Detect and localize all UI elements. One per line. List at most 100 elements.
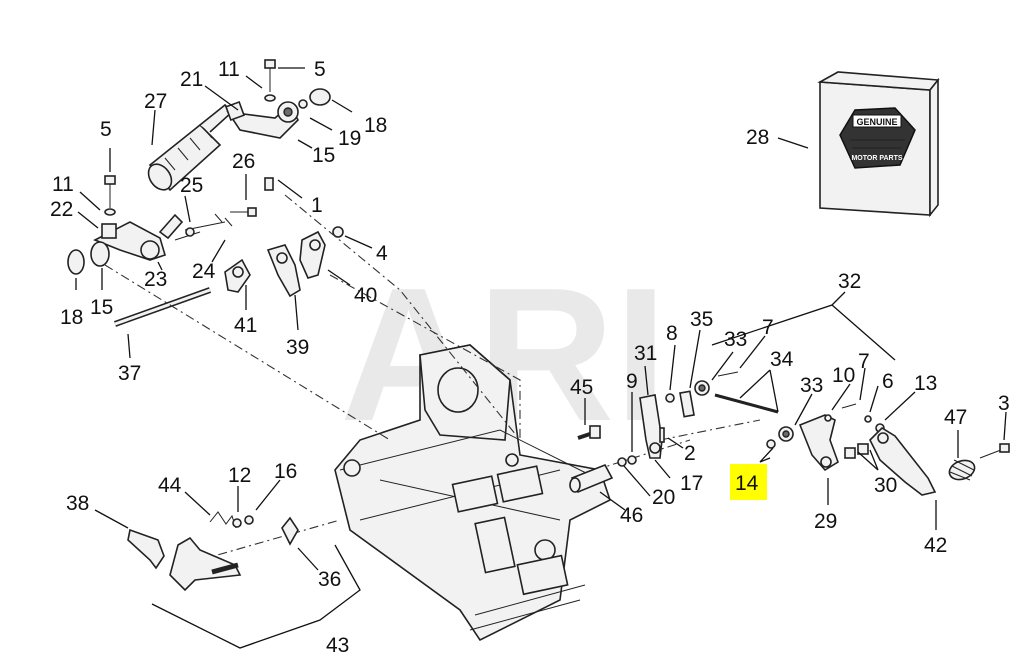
callout[interactable]: 6 bbox=[882, 370, 894, 393]
callout[interactable]: 44 bbox=[158, 474, 182, 497]
callout[interactable]: 18 bbox=[364, 114, 387, 137]
shift-lever-29[interactable] bbox=[798, 414, 839, 472]
rod-end-33a[interactable] bbox=[694, 380, 710, 396]
shifter-drum[interactable] bbox=[144, 103, 234, 194]
callout[interactable]: 24 bbox=[192, 260, 216, 283]
callout[interactable]: 32 bbox=[838, 270, 861, 293]
bushing-46[interactable] bbox=[569, 463, 614, 494]
callout[interactable]: 21 bbox=[180, 68, 203, 91]
callout[interactable]: 11 bbox=[52, 173, 74, 196]
callout[interactable]: 3 bbox=[998, 392, 1010, 415]
shift-shaft-43[interactable] bbox=[169, 536, 242, 592]
spring-44[interactable] bbox=[209, 511, 237, 529]
callout[interactable]: 13 bbox=[914, 372, 937, 395]
callout[interactable]: 45 bbox=[570, 376, 593, 399]
badge-title: GENUINE bbox=[856, 117, 897, 127]
callout[interactable]: 35 bbox=[690, 308, 713, 331]
detent-25[interactable] bbox=[184, 213, 233, 237]
bolt-top[interactable] bbox=[264, 59, 276, 102]
washer-9[interactable] bbox=[627, 455, 637, 465]
callout[interactable]: 19 bbox=[338, 127, 361, 150]
callout[interactable]: 43 bbox=[326, 634, 349, 657]
callout[interactable]: 40 bbox=[354, 284, 377, 307]
shift-drum-retainer-left[interactable] bbox=[90, 221, 166, 267]
callout[interactable]: 28 bbox=[746, 126, 769, 149]
rod-end-33b[interactable] bbox=[778, 426, 794, 442]
stud-45[interactable] bbox=[577, 425, 601, 440]
callout[interactable]: 25 bbox=[180, 174, 203, 197]
peg-47[interactable] bbox=[947, 457, 978, 483]
callout[interactable]: 33 bbox=[800, 374, 823, 397]
callout[interactable]: 2 bbox=[684, 442, 696, 465]
shift-fork-40[interactable] bbox=[299, 230, 326, 279]
callout[interactable]: 17 bbox=[680, 472, 703, 495]
washer-6[interactable] bbox=[864, 415, 872, 423]
callout[interactable]: 27 bbox=[144, 90, 167, 113]
callout[interactable]: 34 bbox=[770, 348, 794, 371]
callout[interactable]: 33 bbox=[724, 328, 747, 351]
callout[interactable]: 1 bbox=[311, 194, 323, 217]
callout[interactable]: 8 bbox=[666, 322, 678, 345]
callout[interactable]: 15 bbox=[90, 296, 113, 319]
bolt-left[interactable] bbox=[104, 175, 116, 216]
spring-arm-23[interactable] bbox=[158, 213, 201, 241]
genuine-parts-kit[interactable]: GENUINE MOTOR PARTS bbox=[817, 71, 940, 218]
shift-fork-39[interactable] bbox=[266, 244, 301, 298]
callout[interactable]: 42 bbox=[924, 534, 947, 557]
pin-2[interactable] bbox=[659, 427, 665, 443]
callout[interactable]: 37 bbox=[118, 362, 141, 385]
callout[interactable]: 36 bbox=[318, 568, 341, 591]
nut-14[interactable] bbox=[766, 439, 776, 449]
shift-rod-34[interactable] bbox=[714, 393, 779, 414]
shift-lever-31[interactable] bbox=[639, 394, 663, 459]
washer-10[interactable] bbox=[824, 414, 832, 422]
callout[interactable]: 47 bbox=[944, 406, 967, 429]
washer-top[interactable] bbox=[298, 99, 308, 109]
washer-20[interactable] bbox=[617, 457, 627, 467]
callout[interactable]: 23 bbox=[144, 268, 167, 291]
callout[interactable]: 18 bbox=[60, 306, 83, 329]
callout[interactable]: 7 bbox=[762, 316, 774, 339]
ring-top[interactable] bbox=[309, 88, 331, 106]
transmission-housing[interactable] bbox=[334, 344, 611, 642]
callout[interactable]: 16 bbox=[274, 460, 297, 483]
shift-pedal-42[interactable] bbox=[869, 426, 937, 496]
bolt-3[interactable] bbox=[979, 443, 1010, 459]
callout[interactable]: 7 bbox=[858, 350, 870, 373]
callout[interactable]: 30 bbox=[874, 474, 897, 497]
dowel-pin[interactable] bbox=[264, 177, 274, 191]
callout[interactable]: 5 bbox=[314, 58, 326, 81]
screw-7a[interactable] bbox=[717, 371, 739, 377]
callout[interactable]: 4 bbox=[376, 242, 388, 265]
spacers-30[interactable] bbox=[844, 443, 869, 459]
ring-left[interactable] bbox=[67, 249, 85, 275]
shift-drum-retainer-top[interactable] bbox=[225, 101, 299, 139]
ring-16[interactable] bbox=[244, 515, 254, 525]
callout[interactable]: 39 bbox=[286, 336, 309, 359]
retainer-36[interactable] bbox=[281, 516, 299, 546]
washer-8[interactable] bbox=[665, 393, 675, 403]
clevis-35[interactable] bbox=[679, 390, 695, 418]
callout[interactable]: 20 bbox=[652, 486, 675, 509]
callout[interactable]: 29 bbox=[814, 510, 837, 533]
shift-fork-41[interactable] bbox=[224, 258, 251, 293]
screw-26[interactable] bbox=[230, 207, 257, 217]
callout[interactable]: 46 bbox=[620, 504, 643, 527]
shift-shaft-lever-38[interactable] bbox=[127, 528, 165, 570]
callout[interactable]: 26 bbox=[232, 150, 255, 173]
callout[interactable]: 31 bbox=[634, 342, 657, 365]
callout[interactable]: 10 bbox=[832, 364, 855, 387]
callout[interactable]: 5 bbox=[100, 118, 112, 141]
screw-4[interactable] bbox=[332, 226, 344, 238]
washer-12[interactable] bbox=[232, 518, 242, 528]
callout[interactable]: 22 bbox=[50, 198, 73, 221]
callout[interactable]: 38 bbox=[66, 492, 89, 515]
callout[interactable]: 12 bbox=[228, 464, 251, 487]
callout[interactable]: 11 bbox=[218, 58, 240, 81]
shift-rod-37[interactable] bbox=[113, 287, 212, 327]
callout[interactable]: 41 bbox=[234, 314, 257, 337]
callout[interactable]: 15 bbox=[312, 144, 335, 167]
callout[interactable]: 9 bbox=[626, 370, 638, 393]
callout-14-highlighted[interactable]: 14 bbox=[735, 472, 759, 495]
screw-7b[interactable] bbox=[841, 403, 857, 409]
